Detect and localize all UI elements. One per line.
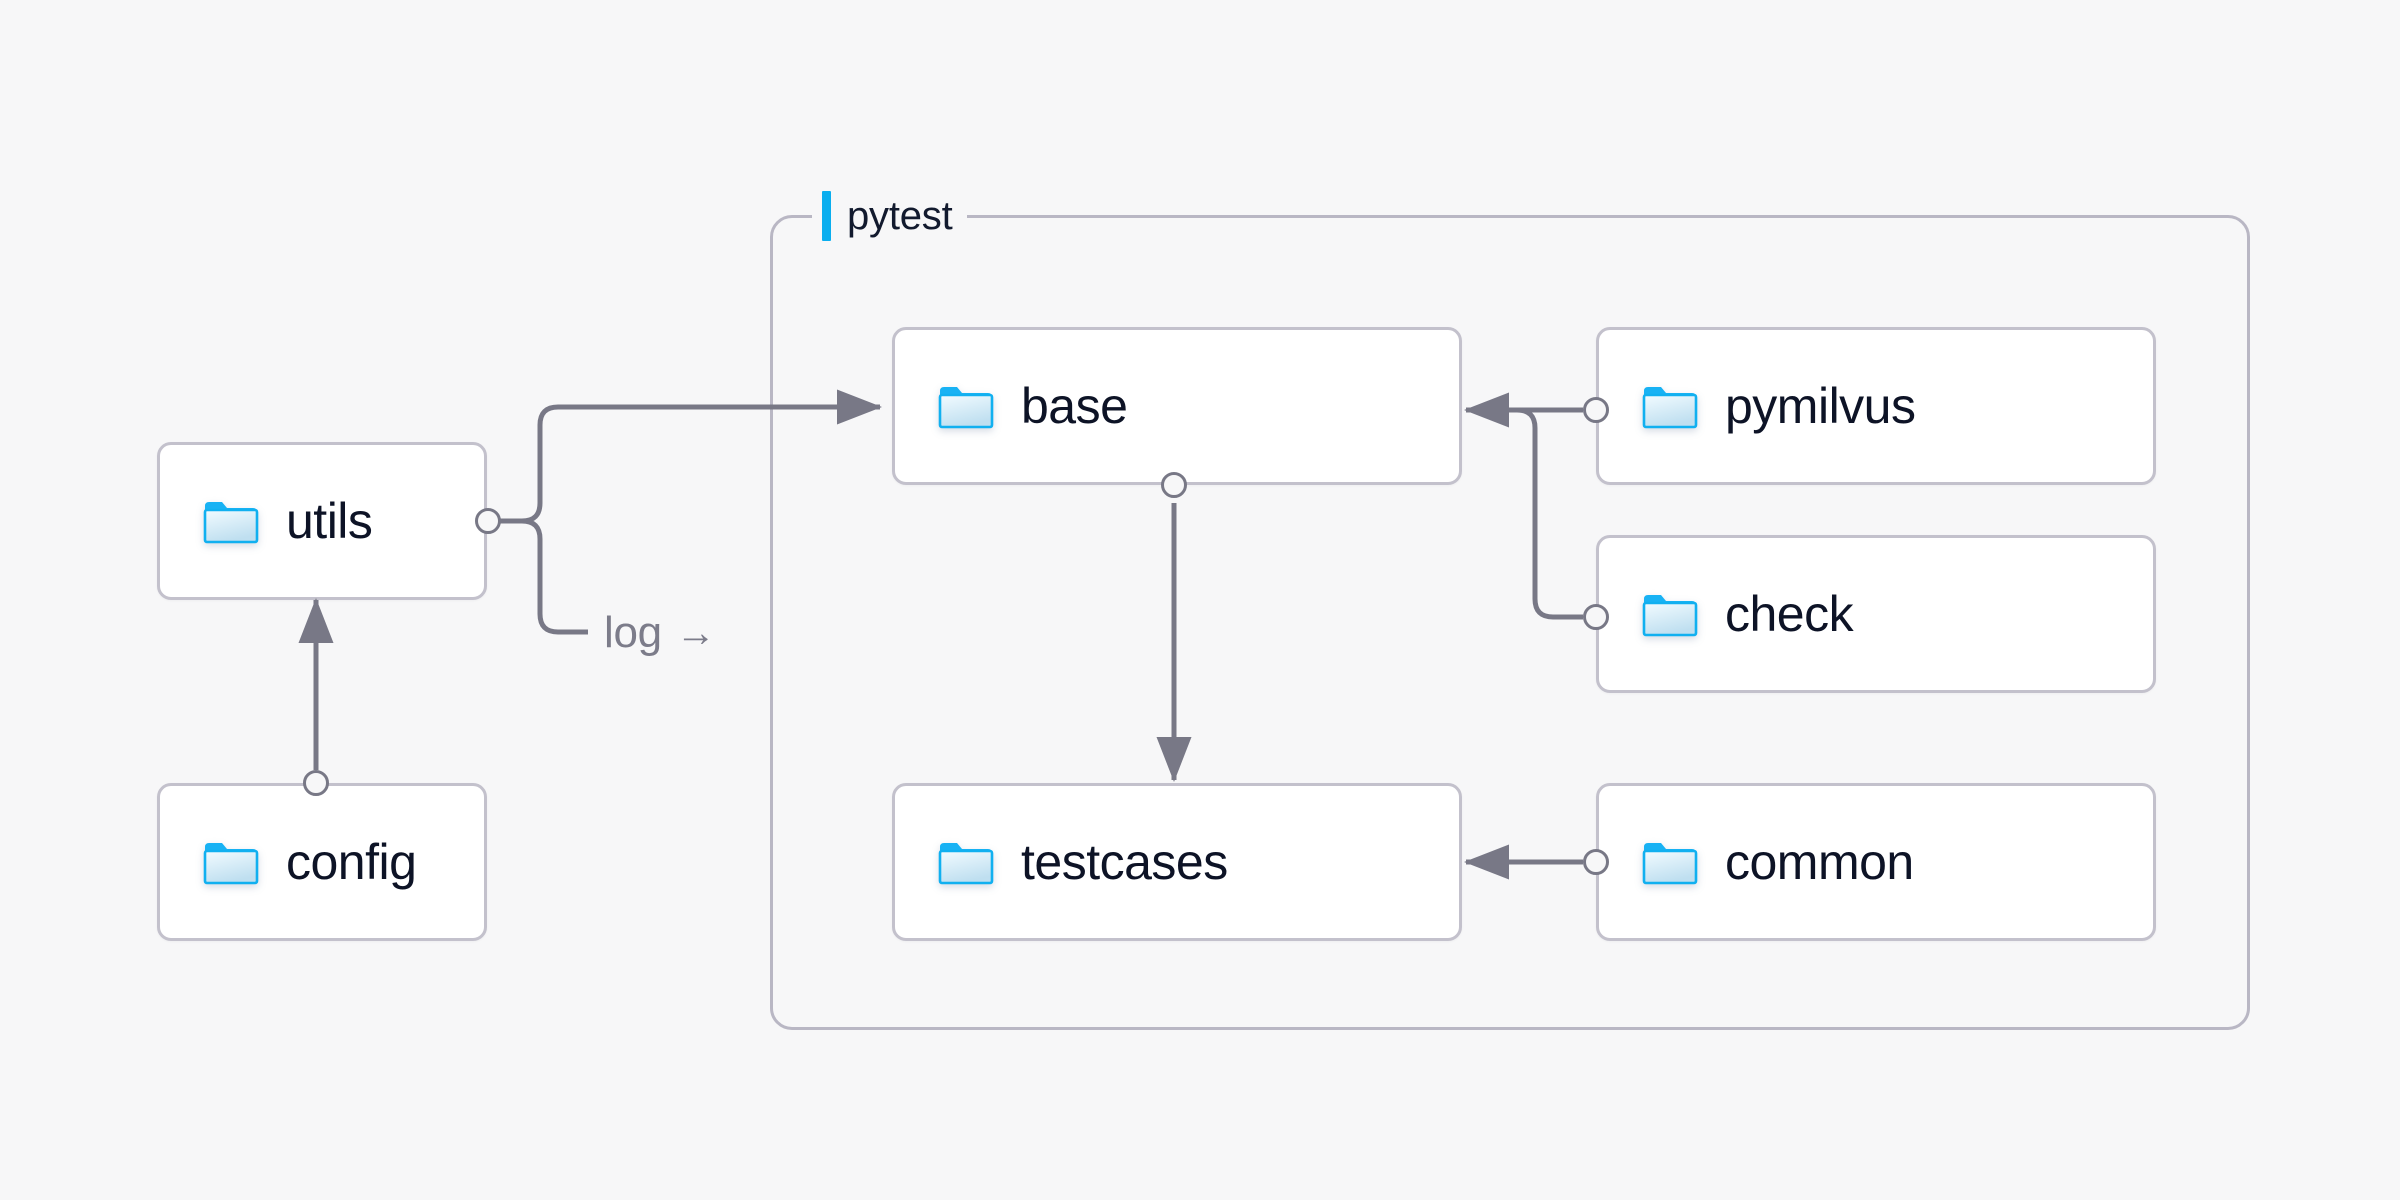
arrow-right-icon: → [675,611,716,655]
folder-icon [938,843,994,885]
folder-icon [1642,843,1698,885]
node-pymilvus[interactable]: pymilvus [1596,327,2156,485]
port-check-left[interactable] [1583,604,1609,630]
node-check-label: check [1725,586,1854,642]
node-config[interactable]: config [157,783,487,941]
node-base-label: base [1021,378,1128,434]
folder-icon [203,843,259,885]
node-utils-label: utils [286,493,373,549]
edge-label-log: log → [592,607,728,659]
node-common[interactable]: common [1596,783,2156,941]
node-common-label: common [1725,834,1914,890]
folder-icon [1642,595,1698,637]
node-testcases[interactable]: testcases [892,783,1462,941]
port-common-left[interactable] [1583,849,1609,875]
port-utils-right[interactable] [475,508,501,534]
node-config-label: config [286,834,417,890]
folder-icon [203,502,259,544]
group-pytest[interactable] [770,215,2250,1030]
node-utils[interactable]: utils [157,442,487,600]
node-pymilvus-label: pymilvus [1725,378,1916,434]
group-pytest-label-text: pytest [847,194,953,238]
edge-label-log-text: log [604,608,662,657]
folder-icon [1642,387,1698,429]
node-base[interactable]: base [892,327,1462,485]
accent-bar-icon [822,191,831,241]
node-check[interactable]: check [1596,535,2156,693]
node-testcases-label: testcases [1021,834,1228,890]
folder-icon [938,387,994,429]
group-pytest-label: pytest [812,190,967,242]
port-config-top[interactable] [303,770,329,796]
port-base-bottom[interactable] [1161,472,1187,498]
port-pymilvus-left[interactable] [1583,397,1609,423]
edge-utils-log [488,518,588,635]
